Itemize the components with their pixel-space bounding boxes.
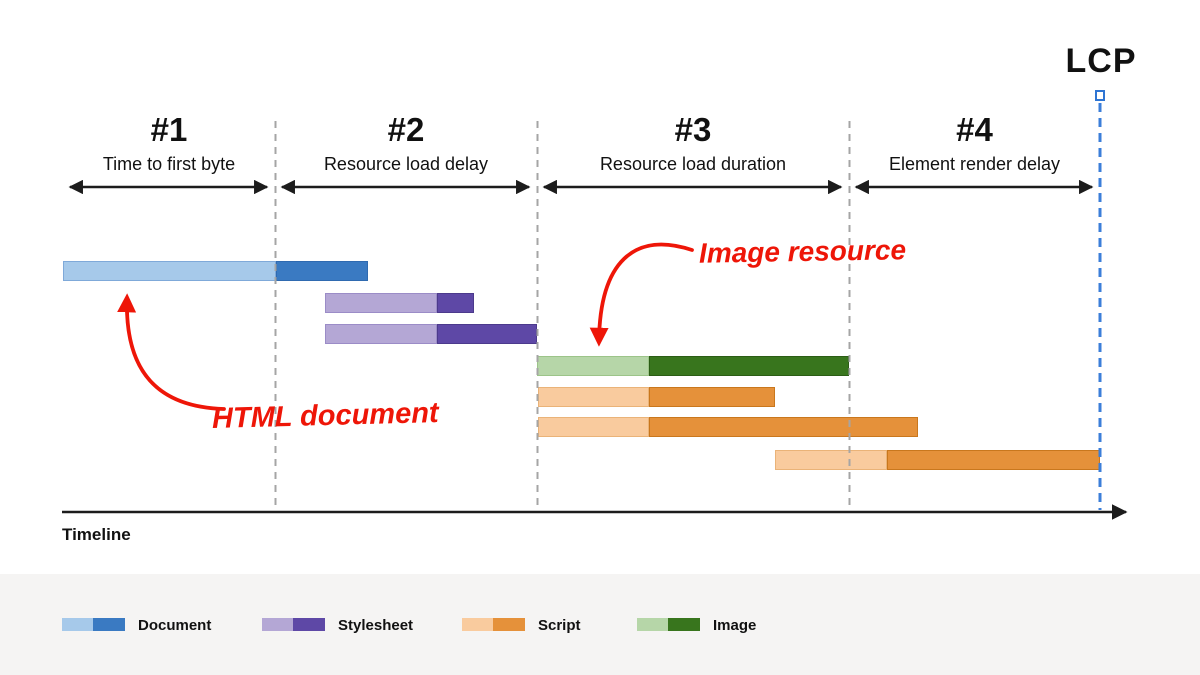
script-bar-dark-segment [649,387,775,407]
stylesheet-bar-light-segment [325,324,437,344]
image-bar-light-segment [537,356,649,376]
legend-swatch-light [462,618,493,631]
script-bar-dark-segment [649,417,918,437]
stylesheet-bar-dark-segment [437,293,474,313]
legend-item-image: Image [637,617,757,634]
timeline-axis-label: Timeline [62,525,131,544]
image-resource-annotation: Image resource [698,234,907,269]
legend-swatch-dark [493,618,525,631]
legend-band [0,574,1200,675]
html-document-arrow [117,293,226,411]
phase-label: Time to first byte [102,154,236,175]
phase-number: #4 [956,111,993,148]
legend-swatch-dark [93,618,125,631]
script-bar-light-segment [775,450,887,470]
legend-swatch-dark [668,618,700,631]
legend-swatch-light [637,618,668,631]
document-bar-dark-segment [276,261,368,281]
lcp-label: LCP [1065,42,1137,80]
stylesheet-bar-dark-segment [437,324,537,344]
legend-swatch-light [262,618,293,631]
legend-swatch-dark [293,618,325,631]
legend-item-script: Script [462,617,582,634]
legend-label: Stylesheet [338,617,414,634]
phase-label: Resource load delay [323,154,489,175]
image-bar-dark-segment [649,356,849,376]
script-bar-light-segment [538,387,649,407]
legend-label: Image [713,617,757,634]
html-document-annotation: HTML document [211,397,439,435]
image-resource-arrow [589,242,694,347]
legend-label: Script [538,617,581,634]
script-bar-light-segment [538,417,649,437]
script-bar-dark-segment [887,450,1100,470]
legend-item-document: Document [62,617,211,634]
document-bar-light-segment [63,261,276,281]
phase-number: #3 [674,111,712,148]
phase-number: #2 [387,111,425,148]
phase-number: #1 [150,111,188,148]
lcp-marker-icon [1095,90,1105,101]
legend-item-stylesheet: Stylesheet [262,617,413,634]
stylesheet-bar-light-segment [325,293,437,313]
phase-label: Resource load duration [599,154,787,175]
phase-label: Element render delay [888,154,1061,175]
legend-swatch-light [62,618,93,631]
legend-label: Document [138,617,212,634]
